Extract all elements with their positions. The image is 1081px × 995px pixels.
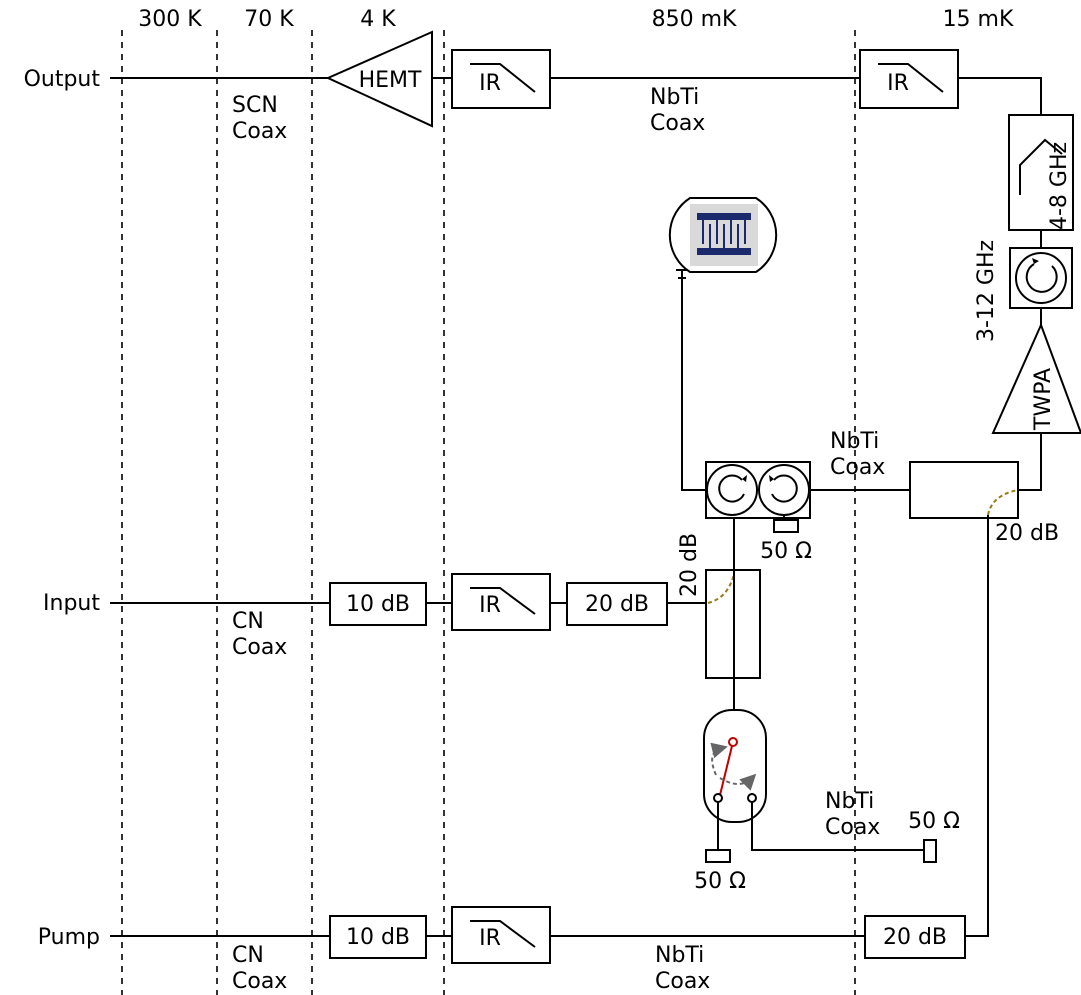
pump-coupled-wire xyxy=(965,515,988,936)
attenuator-label: 20 dB xyxy=(585,592,649,617)
bandpass-label: 4-8 GHz xyxy=(1047,142,1072,230)
termination-50-ohm xyxy=(706,850,730,862)
termination-label: 50 Ω xyxy=(760,539,812,564)
input-port-label: Input xyxy=(43,591,100,616)
stage-label-300k: 300 K xyxy=(138,7,202,32)
cable-label: CN xyxy=(232,943,264,968)
ir-filter: IR xyxy=(452,574,550,630)
sample-package xyxy=(670,198,776,272)
termination-label: 50 Ω xyxy=(694,869,746,894)
stage-label-15mk: 15 mK xyxy=(943,7,1014,32)
sample-wire xyxy=(682,270,706,490)
ir-filter: IR xyxy=(452,50,550,108)
pump-port-label: Pump xyxy=(38,925,100,950)
cable-label: Coax xyxy=(825,815,880,840)
cable-label: Coax xyxy=(232,635,287,660)
ir-filter: IR xyxy=(860,50,958,108)
attenuator-label: 10 dB xyxy=(346,592,410,617)
stage-label-4k: 4 K xyxy=(360,7,396,32)
ir-label: IR xyxy=(887,71,909,96)
cable-label: CN xyxy=(232,609,264,634)
directional-coupler-input: 20 dB xyxy=(677,533,760,678)
cable-label: NbTi xyxy=(655,943,704,968)
bandpass-filter: 4-8 GHz xyxy=(1009,115,1073,230)
twpa-label: TWPA xyxy=(1031,368,1056,431)
circulator-band-label: 3-12 GHz xyxy=(974,240,999,342)
output-port-label: Output xyxy=(24,67,101,92)
stage-label-850mk: 850 mK xyxy=(652,7,737,32)
stage-label-70k: 70 K xyxy=(244,7,294,32)
termination-50-ohm xyxy=(924,840,936,862)
cable-label: Coax xyxy=(830,455,885,480)
cable-label: NbTi xyxy=(830,429,879,454)
attenuator-label: 10 dB xyxy=(346,925,410,950)
ir-label: IR xyxy=(479,71,501,96)
coupler-label: 20 dB xyxy=(677,533,702,597)
cable-label: Coax xyxy=(232,119,287,144)
termination-50-ohm xyxy=(774,520,798,532)
hemt-label: HEMT xyxy=(359,68,422,93)
cable-label: NbTi xyxy=(650,85,699,110)
double-circulator xyxy=(706,462,810,518)
attenuator-10db: 10 dB xyxy=(330,916,426,958)
attenuator-20db: 20 dB xyxy=(865,916,965,958)
attenuator-10db: 10 dB xyxy=(330,583,426,625)
cable-label: NbTi xyxy=(825,789,874,814)
ir-filter: IR xyxy=(452,907,550,963)
hemt-amplifier: HEMT xyxy=(328,32,432,126)
microwave-switch xyxy=(704,710,766,822)
attenuator-20db: 20 dB xyxy=(567,583,667,625)
cable-label: Coax xyxy=(650,111,705,136)
cable-label: SCN xyxy=(232,93,278,118)
termination-label: 50 Ω xyxy=(908,809,960,834)
cable-label: Coax xyxy=(655,969,710,994)
coupler-label: 20 dB xyxy=(995,521,1059,546)
ir-label: IR xyxy=(479,593,501,618)
attenuator-label: 20 dB xyxy=(883,925,947,950)
cable-label: Coax xyxy=(232,969,287,994)
ir-label: IR xyxy=(479,926,501,951)
circulator-3-12ghz: 3-12 GHz xyxy=(974,240,1072,342)
twpa-amplifier: TWPA xyxy=(993,325,1081,433)
directional-coupler-20db: 20 dB xyxy=(910,462,1059,546)
